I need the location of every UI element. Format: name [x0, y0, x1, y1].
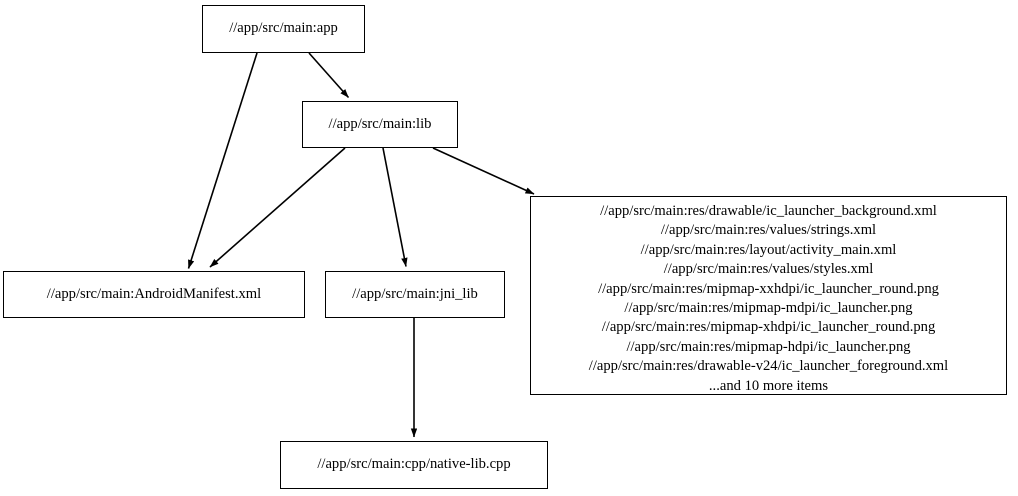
graph-node-resources-line: //app/src/main:res/mipmap-mdpi/ic_launch…	[624, 300, 913, 317]
graph-node-resources-line: //app/src/main:res/mipmap-hdpi/ic_launch…	[626, 338, 911, 355]
graph-node-android-manifest-label: //app/src/main:AndroidManifest.xml	[46, 285, 262, 302]
graph-node-resources-line: //app/src/main:res/drawable/ic_launcher_…	[600, 203, 937, 219]
graph-node-resources-line: //app/src/main:res/layout/activity_main.…	[640, 241, 897, 258]
edge-lib-to-jni-lib	[382, 147, 408, 267]
edge-app-to-lib	[308, 52, 350, 99]
graph-node-resources-line: //app/src/main:res/values/strings.xml	[660, 222, 877, 239]
graph-node-native-lib-label: //app/src/main:cpp/native-lib.cpp	[317, 456, 511, 473]
graph-node-resources-line: //app/src/main:res/values/styles.xml	[663, 261, 874, 278]
edge-lib-to-android-manifest	[209, 147, 346, 268]
graph-node-lib[interactable]: //app/src/main:lib	[302, 101, 458, 148]
graph-node-resources-line: //app/src/main:res/drawable-v24/ic_launc…	[588, 358, 949, 375]
graph-node-app-label: //app/src/main:app	[229, 20, 338, 37]
graph-node-jni-lib[interactable]: //app/src/main:jni_lib	[325, 271, 505, 318]
graph-node-android-manifest[interactable]: //app/src/main:AndroidManifest.xml	[3, 271, 305, 318]
graph-node-resources-line: //app/src/main:res/mipmap-xhdpi/ic_launc…	[601, 319, 936, 336]
edge-app-to-android-manifest	[187, 52, 258, 269]
graph-node-resources-group[interactable]: //app/src/main:res/drawable/ic_launcher_…	[530, 196, 1007, 395]
graph-node-lib-label: //app/src/main:lib	[328, 115, 432, 132]
graph-node-native-lib[interactable]: //app/src/main:cpp/native-lib.cpp	[280, 441, 548, 489]
graph-node-resources-line: //app/src/main:res/mipmap-xxhdpi/ic_laun…	[598, 280, 939, 297]
edge-lib-to-resources	[432, 147, 535, 195]
graph-node-resources-line: ...and 10 more items	[708, 377, 829, 394]
graph-node-app[interactable]: //app/src/main:app	[202, 5, 365, 53]
graph-node-jni-lib-label: //app/src/main:jni_lib	[352, 285, 478, 302]
